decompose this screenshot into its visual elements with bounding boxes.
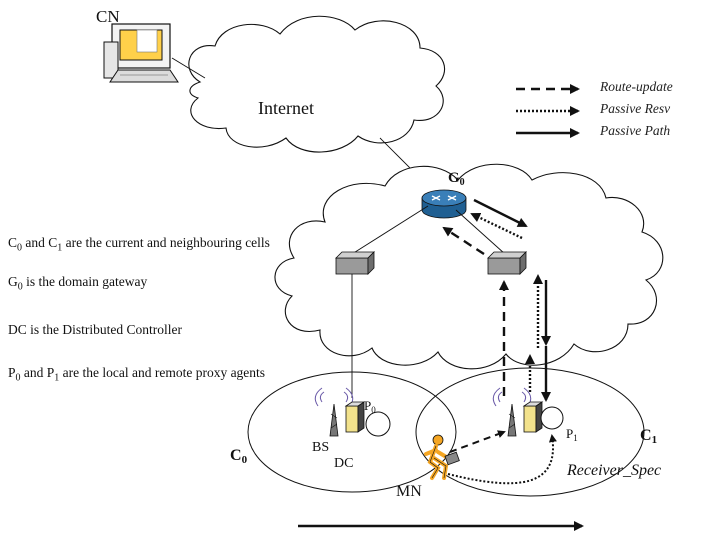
note-controller: DC is the Distributed Controller [8,322,182,337]
legend-label: Passive Path [599,123,670,138]
base-station-icon [314,387,354,437]
subscript: 0 [17,242,23,254]
cell-c0-label: C0 [230,447,248,466]
gateway-box1-link [455,209,506,255]
box1-icon [487,251,527,275]
note-gateway: G0 is the domain gateway [8,274,148,293]
domain-cloud [274,163,664,370]
cn-label: CN [96,7,120,26]
note-cells: C0 and C1 are the current and neighbouri… [8,235,270,254]
dc-unit-icon [522,401,544,433]
route-update-arrow [449,430,506,453]
cn-link [171,57,206,79]
proxy-p1-circle [540,406,564,430]
note-proxies: P0 and P1 are the local and remote proxy… [8,365,266,384]
proxy-p0-circle [365,411,391,437]
p1-label: P1 [566,426,578,443]
p0-label: P0 [364,398,376,415]
mn-label: MN [396,483,422,500]
legend-label: Route-update [599,79,673,94]
legend: Route-update Passive Resv Passive Path [516,79,673,138]
dc-unit-icon [344,401,366,433]
passive-path-arrow [473,198,528,228]
subscript: 0 [17,281,23,293]
computer-icon [103,23,179,83]
subscript: 1 [54,372,60,384]
cell-c0 [247,371,457,493]
box0-icon [335,251,375,275]
passive-resv-arrow [447,434,557,485]
gateway-box0-link [351,205,429,255]
mobile-node-icon [424,434,460,480]
router-icon [421,189,467,219]
cell-c1-label: C1 [640,427,657,446]
subscript: 0 [15,372,21,384]
subscript: 1 [57,242,63,254]
internet-label: Internet [258,98,314,118]
route-update-arrow [442,226,485,256]
gateway-label: G0 [448,170,465,188]
legend-label: Passive Resv [599,101,670,116]
bs-label: BS [312,440,329,455]
internet-cloud [188,15,446,153]
dc-label: DC [334,456,353,471]
receiver-spec-label: Receiver_Spec [566,462,661,479]
passive-resv-arrow [470,212,523,240]
base-station-icon [492,387,532,437]
